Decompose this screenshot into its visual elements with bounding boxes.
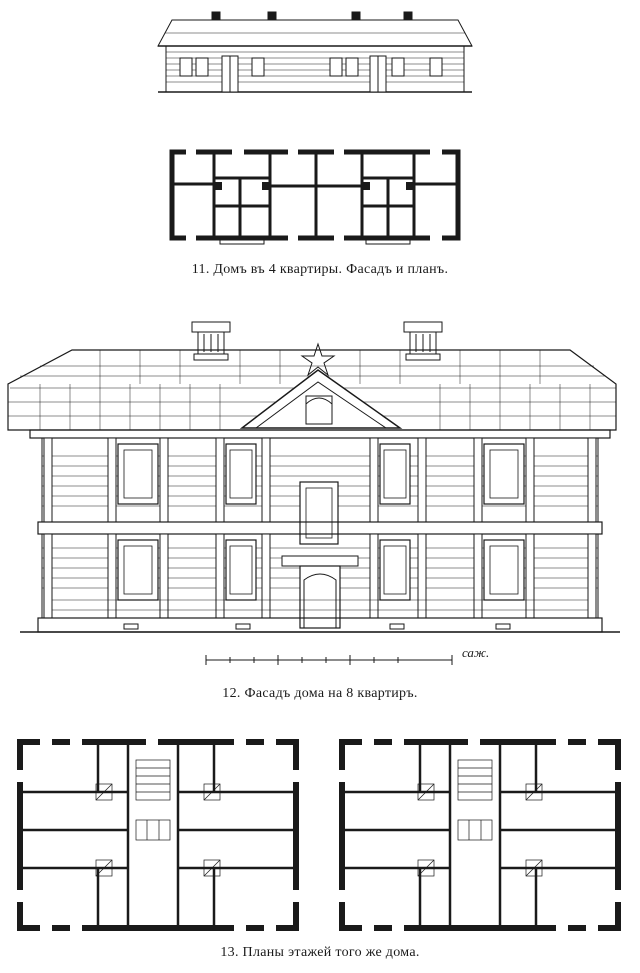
fig12-facade — [7, 321, 620, 633]
fig11-plan — [169, 149, 461, 245]
figure-13-caption: 13. Планы этажей того же дома. — [220, 945, 420, 960]
scale-bar — [205, 655, 453, 665]
figure-11-caption: 11. Домъ въ 4 квартиры. Фасадъ и планъ. — [191, 262, 449, 277]
scale-unit-label: саж. — [462, 645, 490, 660]
fig11-facade — [157, 11, 473, 93]
figure-12-caption: 12. Фасадъ дома на 8 квартиръ. — [222, 686, 418, 701]
fig13-plan-left — [17, 739, 299, 931]
fig13-plan-right — [339, 739, 621, 931]
